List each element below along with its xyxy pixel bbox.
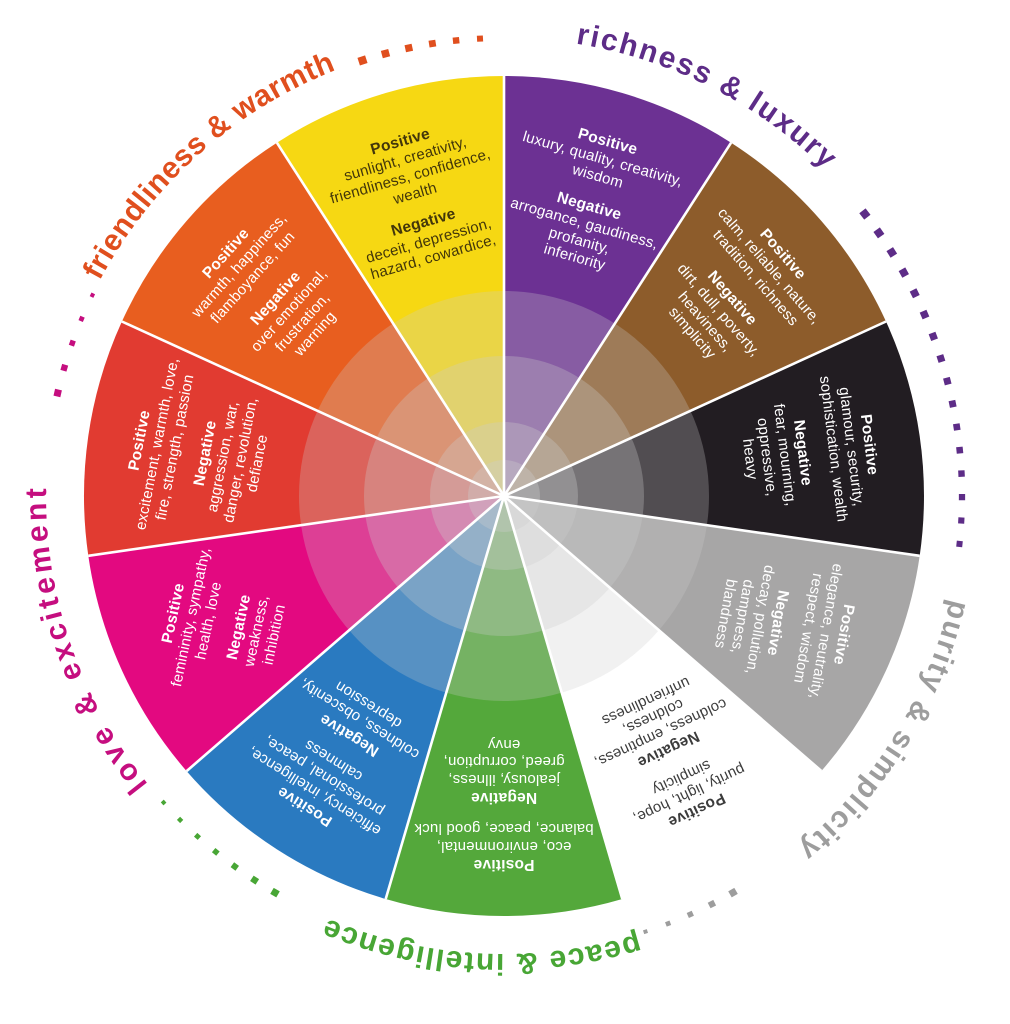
separator-2	[503, 320, 887, 498]
wedge-orange	[121, 142, 505, 496]
trail-dot-friendliness-warmth	[357, 55, 368, 66]
separator-1	[502, 141, 733, 497]
separator-3	[503, 494, 920, 558]
wedge-green	[385, 496, 623, 917]
trail-dot-richness-luxury	[928, 331, 938, 342]
trail-dot-purity-simplicity	[665, 920, 672, 927]
trail-dot-love-excitement	[60, 363, 69, 372]
separator-7	[185, 495, 505, 773]
trail-dot-love-excitement	[68, 339, 76, 347]
separator-4	[503, 495, 823, 772]
trail-dot-richness-luxury	[936, 354, 946, 363]
trail-dot-peace-intelligence	[176, 816, 184, 824]
trail-dot-richness-luxury	[956, 540, 963, 548]
separator-9	[121, 320, 505, 498]
arc-label-peace-intelligence: peace & intelligence	[316, 912, 645, 980]
separator-10	[275, 141, 506, 497]
trail-dot-friendliness-warmth	[428, 39, 437, 48]
wedge-white	[504, 496, 822, 899]
trail-dot-richness-luxury	[943, 376, 952, 386]
wedge-brown	[504, 142, 886, 496]
trail-dot-peace-intelligence	[193, 832, 202, 840]
separator-8	[88, 494, 505, 558]
trail-dot-friendliness-warmth	[476, 35, 484, 42]
trail-dot-richness-luxury	[948, 399, 957, 408]
separator-5	[502, 495, 624, 900]
trail-dot-peace-intelligence	[270, 887, 280, 898]
trail-dot-richness-luxury	[886, 247, 898, 258]
trail-dot-richness-luxury	[953, 423, 961, 431]
trail-dot-richness-luxury	[909, 288, 920, 299]
trail-dot-richness-luxury	[859, 208, 871, 220]
trail-dot-richness-luxury	[898, 267, 909, 278]
trail-dot-purity-simplicity	[728, 887, 738, 898]
trail-dot-richness-luxury	[958, 493, 966, 501]
trail-dot-peace-intelligence	[230, 862, 239, 871]
trail-dot-peace-intelligence	[250, 875, 260, 885]
separator-6	[384, 495, 506, 900]
wedge-yellow	[276, 76, 504, 496]
wedge-blue	[186, 496, 504, 899]
wedge-purple	[504, 76, 732, 496]
trail-dot-purity-simplicity	[642, 929, 649, 935]
trail-dot-richness-luxury	[958, 470, 965, 477]
trail-dot-love-excitement	[89, 292, 96, 298]
trail-dot-love-excitement	[78, 315, 85, 323]
trail-dot-friendliness-warmth	[404, 43, 414, 53]
wheel-separators	[88, 76, 920, 900]
trail-dot-friendliness-warmth	[452, 36, 460, 45]
trail-dot-friendliness-warmth	[380, 48, 391, 59]
wedge-red	[84, 321, 504, 556]
trail-dot-richness-luxury	[958, 517, 965, 524]
trail-dot-purity-simplicity	[707, 899, 717, 909]
trail-dot-peace-intelligence	[211, 848, 220, 856]
wedge-black	[504, 321, 924, 556]
trail-dot-richness-luxury	[873, 227, 885, 239]
wheel-wedges	[84, 76, 924, 917]
trail-dot-peace-intelligence	[160, 799, 167, 806]
wedge-gray	[504, 496, 920, 771]
trail-dot-richness-luxury	[956, 446, 964, 454]
trail-dot-love-excitement	[53, 388, 62, 398]
trail-dot-richness-luxury	[919, 309, 930, 320]
trail-dot-purity-simplicity	[686, 910, 694, 919]
wedge-pink	[88, 496, 505, 772]
